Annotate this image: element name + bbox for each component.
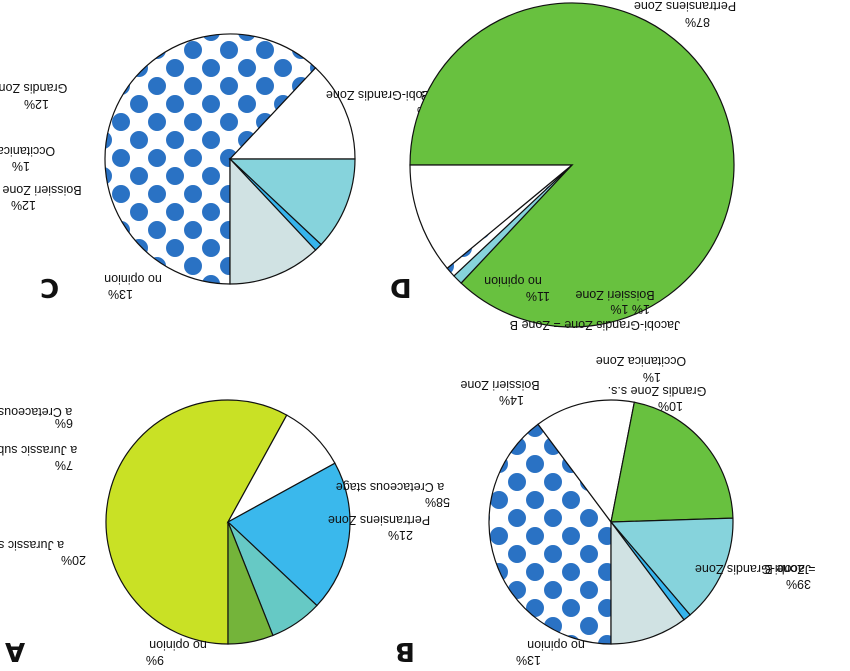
slice-value-label: 7% (55, 458, 73, 472)
slice-name-label: a Jurassic substage (0, 443, 77, 457)
slice-value-label: 6% (55, 416, 73, 430)
pie-slice (488, 423, 612, 645)
slice-value-label: 12% (24, 97, 49, 111)
pie-d: D 87% Pertransiens Zone 1% 1%Boissieri Zone… (390, 0, 736, 332)
slice-value-label: 20% (61, 553, 86, 567)
pie-slice (228, 67, 356, 160)
pie-slice (104, 33, 317, 285)
slice-name-label: Occitanica Zone (0, 144, 55, 158)
pie-slice (537, 399, 636, 524)
pie-slice (227, 521, 274, 645)
slice-value-label: 11% (526, 289, 550, 303)
panel-letter: A (5, 636, 25, 666)
slice-name-label: no opinion (149, 638, 207, 652)
slice-value-label: 9% (146, 653, 164, 667)
pie-slice (226, 462, 351, 607)
panel-letter: D (390, 272, 412, 302)
slice-name-label: a Cretaceous stage (336, 480, 444, 494)
slice-name-label: a Cretaceous substage (0, 405, 72, 419)
slice-value-label: 14% (499, 393, 524, 407)
slice-value-label: 58% (425, 495, 450, 509)
slice-name-label: no opinion (484, 274, 542, 288)
slice-name-label: Jacobi-Grandis Zone (695, 562, 811, 576)
slice-name-label: Boissieri Zone (2, 183, 81, 197)
slice-name-label: = Zone B (764, 562, 815, 576)
pie-slice (105, 399, 288, 645)
pie-slice (610, 520, 685, 645)
slice-name-label: Pertransiens Zone (328, 513, 430, 527)
slice-name-label: Pertransiens Zone (634, 0, 736, 13)
slice-value-label: 39% (786, 577, 811, 591)
slice-name-label: Boissieri Zone (575, 288, 654, 302)
slice-name-label: Grandis Zone s.s. (0, 81, 67, 95)
slice-name-label: Jacobi-Grandis Zone = Zone B (510, 318, 681, 332)
slice-name-label: Grandis Zone s.s. (608, 384, 707, 398)
slice-value-label: 10% (658, 399, 683, 413)
slice-value-label: 1% (643, 370, 661, 384)
pie-slice (610, 401, 734, 523)
slice-value-label: 1% 1% (610, 302, 650, 316)
pie-b: B 39%= Zone B 13%no opinion 21%Pertransiens… (328, 354, 816, 667)
slice-name-label: Jacobi-Grandis Zone (326, 88, 442, 102)
slice-name-label: Occitanica Zone (596, 354, 686, 368)
slice-value-label: 21% (388, 528, 413, 542)
pie-slice (229, 157, 317, 285)
slice-name-label: no opinion (104, 272, 162, 286)
pie-slice (609, 517, 734, 616)
pie-slice (228, 158, 356, 246)
pie-slice (409, 164, 574, 270)
slice-value-label: 13% (108, 287, 133, 301)
slice-name-label: a Jurassic stage (0, 538, 64, 552)
panel-letter: B (395, 636, 415, 666)
slice-value-label: 87% (685, 15, 710, 29)
slice-name-label: no opinion (527, 638, 585, 652)
slice-value-label: 1% (12, 159, 30, 173)
panel-letter: C (40, 272, 59, 302)
slice-value-label: 12% (11, 198, 36, 212)
slice-value-label: 13% (516, 653, 541, 667)
slice-name-label: Boissieri Zone (460, 378, 539, 392)
